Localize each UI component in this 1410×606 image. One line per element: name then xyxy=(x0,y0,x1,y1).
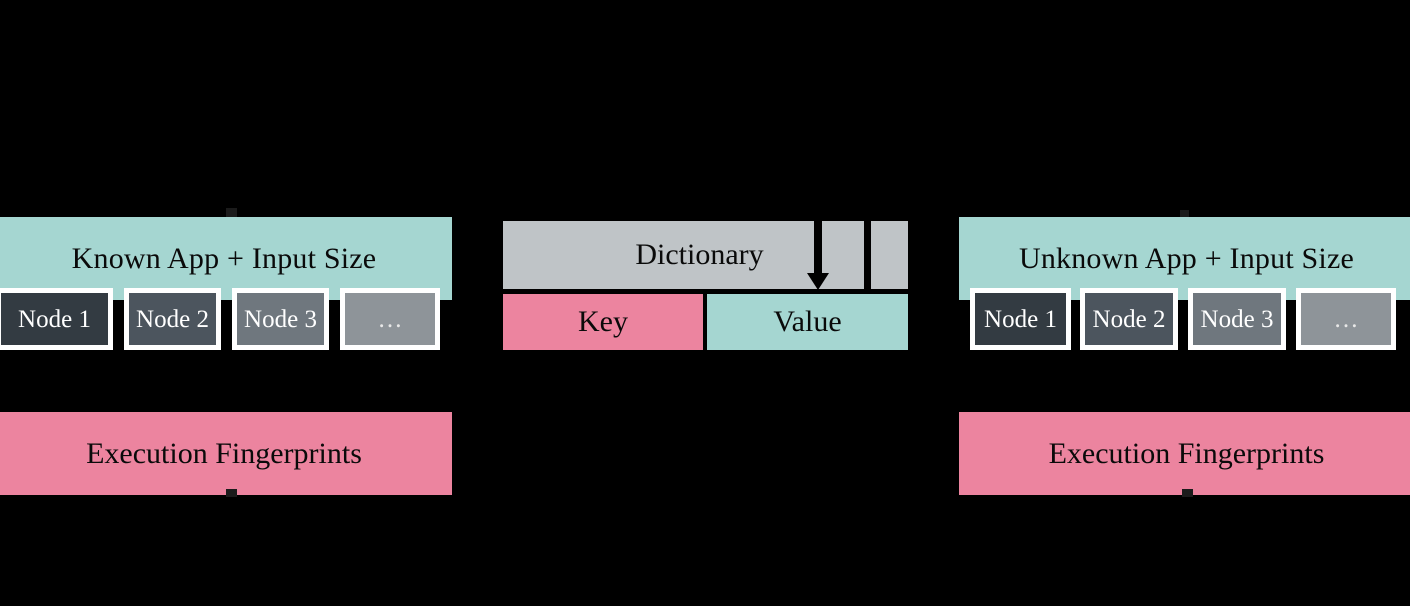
right-fingerprints-bar: Execution Fingerprints xyxy=(959,412,1410,495)
left-top-connector-stub xyxy=(226,208,237,218)
right-fingerprints-label: Execution Fingerprints xyxy=(1048,436,1325,470)
left-node-2: Node 2 xyxy=(124,288,221,350)
left-app-panel-title: Known App + Input Size xyxy=(71,242,377,275)
right-node-3-label: Node 3 xyxy=(1200,305,1274,333)
left-node-2-label: Node 2 xyxy=(136,305,209,333)
dictionary-header: Dictionary xyxy=(500,218,911,293)
right-node-more-label: … xyxy=(1333,305,1359,333)
right-top-connector-stub xyxy=(1180,210,1189,218)
left-node-1: Node 1 xyxy=(0,288,113,350)
left-fingerprints-bar: Execution Fingerprints xyxy=(0,412,452,495)
left-node-3: Node 3 xyxy=(232,288,329,350)
left-node-more-label: … xyxy=(377,305,403,333)
right-app-panel: Unknown App + Input Size xyxy=(959,217,1410,300)
right-node-3: Node 3 xyxy=(1188,288,1286,350)
dictionary-title: Dictionary xyxy=(635,238,764,271)
left-node-1-label: Node 1 xyxy=(18,305,91,333)
dictionary-key-cell: Key xyxy=(500,291,706,353)
left-node-3-label: Node 3 xyxy=(244,305,317,333)
left-fingerprints-label: Execution Fingerprints xyxy=(86,436,362,470)
dictionary-side-connector-stroke xyxy=(864,216,871,291)
dictionary-key-label: Key xyxy=(578,305,628,338)
left-app-panel: Known App + Input Size xyxy=(0,217,452,300)
right-node-1-label: Node 1 xyxy=(984,305,1057,333)
dictionary-inflow-arrow-head xyxy=(807,273,829,290)
left-bottom-connector-stub xyxy=(226,489,237,497)
right-node-2-label: Node 2 xyxy=(1092,305,1166,333)
dictionary-value-cell: Value xyxy=(704,291,911,353)
right-node-1: Node 1 xyxy=(970,288,1071,350)
dictionary-value-label: Value xyxy=(773,305,842,338)
right-node-2: Node 2 xyxy=(1080,288,1178,350)
left-node-more: … xyxy=(340,288,440,350)
right-bottom-connector-stub xyxy=(1182,489,1193,497)
right-node-more: … xyxy=(1296,288,1396,350)
right-app-panel-title: Unknown App + Input Size xyxy=(1018,242,1355,275)
dictionary-inflow-arrow-shaft xyxy=(814,216,822,278)
